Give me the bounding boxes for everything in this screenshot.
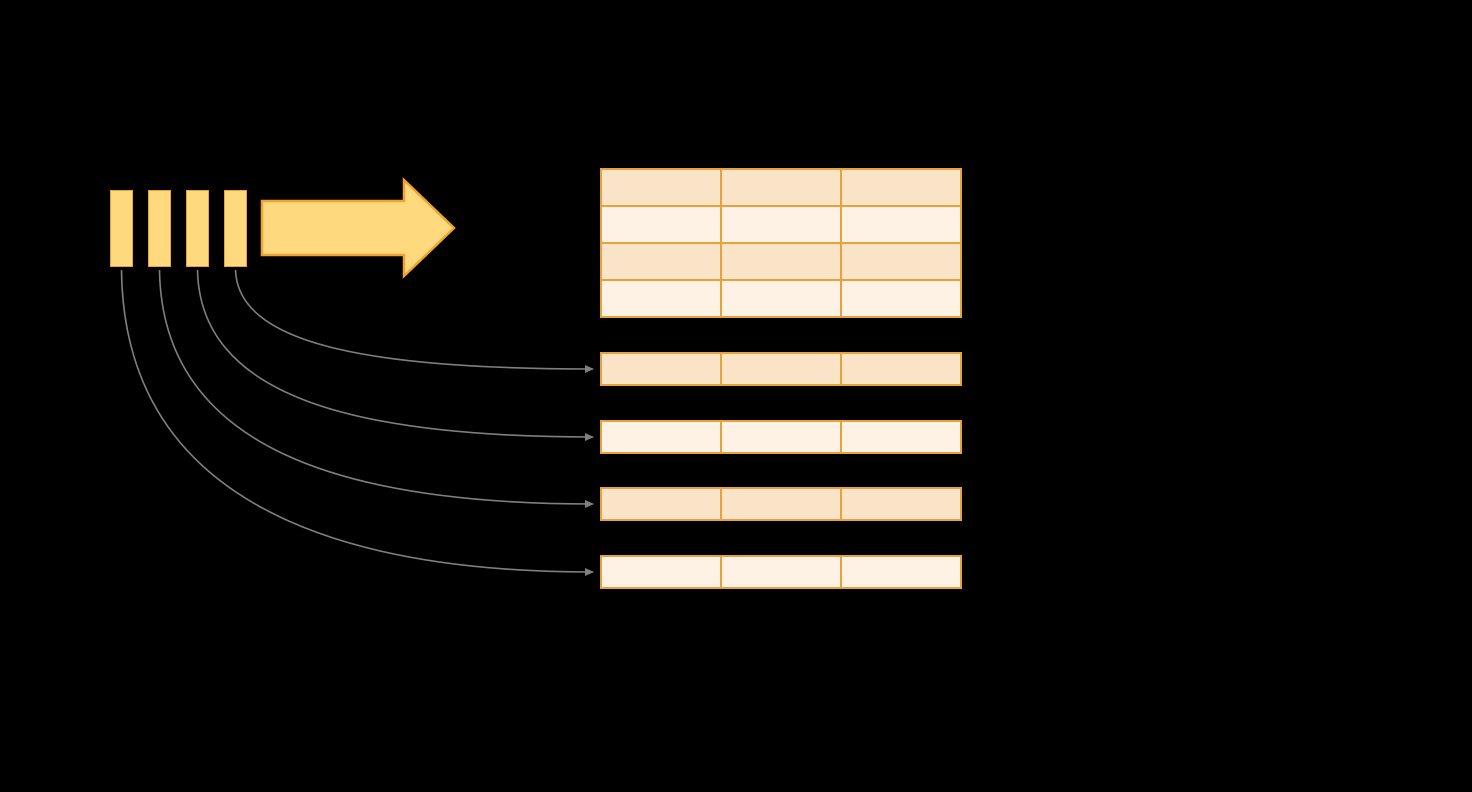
table-cell [721,422,841,452]
record-bar-1 [110,190,133,267]
connector-record1-to-rowtable4 [120,269,594,576]
row-table-1 [600,352,962,386]
table-cell [602,170,721,206]
table-cell [721,206,841,243]
record-bar-4 [224,190,247,267]
table-cell [721,280,841,316]
table-cell [841,243,960,280]
table-cell [841,422,960,452]
table-cell [841,354,960,384]
table-cell [602,243,721,280]
table-cell [841,557,960,587]
row-table-4 [600,555,962,589]
row-table-3 [600,487,962,521]
table-cell [721,243,841,280]
table-cell [721,354,841,384]
table-cell [602,206,721,243]
table-cell [841,206,960,243]
table-cell [602,354,721,384]
connector-record3-to-rowtable2 [196,269,594,441]
table-cell [602,422,721,452]
table-cell [602,280,721,316]
connector-record4-to-rowtable1 [234,269,594,373]
row-table-2 [600,420,962,454]
record-bar-3 [186,190,209,267]
connector-record2-to-rowtable3 [158,269,594,508]
record-bar-2 [148,190,171,267]
batch-table [600,168,962,318]
table-cell [602,489,721,519]
table-cell [721,489,841,519]
table-cell [721,170,841,206]
table-cell [841,489,960,519]
record-stream [110,190,247,267]
table-cell [841,280,960,316]
table-cell [602,557,721,587]
table-cell [721,557,841,587]
batch-arrow-icon [260,177,456,279]
table-cell [841,170,960,206]
